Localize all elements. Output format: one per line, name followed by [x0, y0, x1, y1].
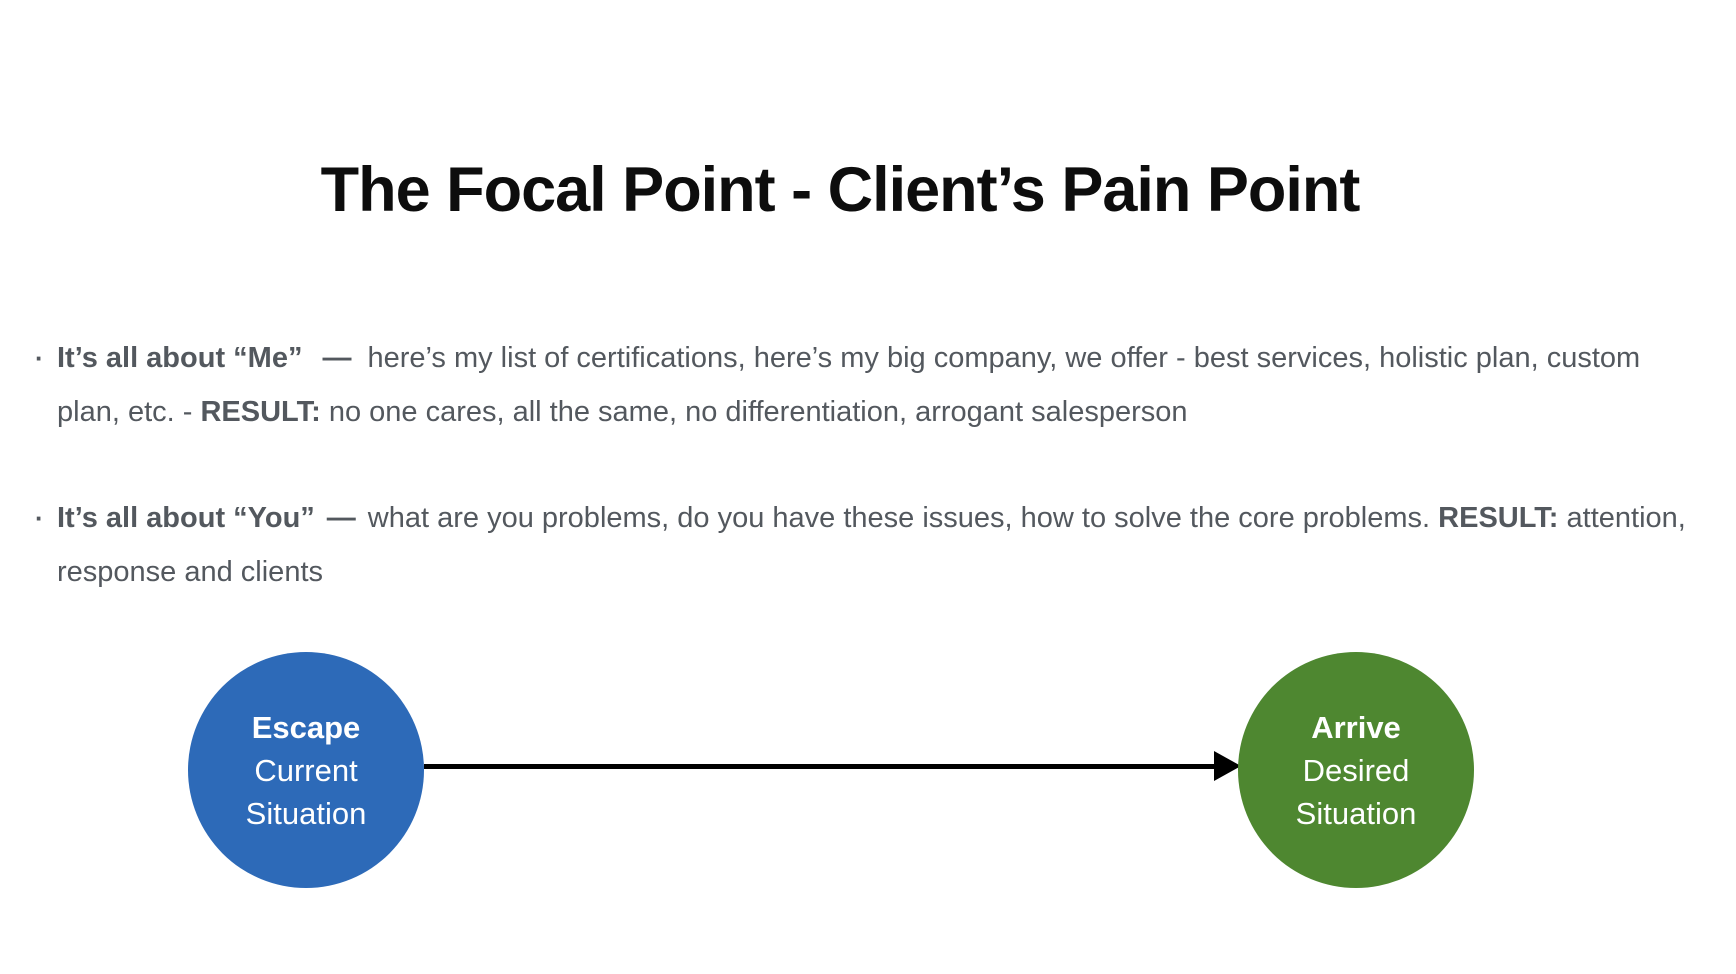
escape-circle-title: Escape	[251, 709, 361, 745]
bullet-body: what are you problems, do you have these…	[367, 502, 1439, 534]
bullet-list: ·It’s all about “Me”—here’s my list of c…	[35, 331, 1695, 599]
escape-circle: Escape Current Situation	[188, 652, 424, 888]
bullet-body: attention, response and clients	[57, 502, 1686, 588]
bullet-body: no one cares, all the same, no different…	[320, 396, 1188, 428]
arrive-circle-title: Arrive	[1311, 709, 1401, 745]
list-item: · It’s all about “You” — what are you probl…	[35, 491, 1695, 599]
result-label: RESULT:	[1438, 502, 1559, 534]
result-label: RESULT:	[200, 396, 321, 428]
escape-circle-subtitle: Current	[254, 752, 358, 788]
arrive-circle: Arrive Desired Situation	[1238, 652, 1474, 888]
bullet-dot-icon: ·	[35, 503, 44, 533]
bullet-dot-icon: ·	[35, 343, 44, 373]
em-dash: —	[326, 502, 356, 534]
arrow-head-icon	[1214, 751, 1241, 781]
bullet-text: It’s all about “You” — what are you proble…	[57, 491, 1695, 599]
em-dash: —	[322, 342, 352, 374]
page-title: The Focal Point - Client’s Pain Point	[320, 155, 1361, 226]
bullet-lead: It’s all about “You”	[57, 502, 315, 534]
arrive-circle-subtitle: Desired	[1302, 752, 1410, 788]
bullet-text: It’s all about “Me” —here’s my list of ce…	[57, 331, 1695, 439]
list-item: · It’s all about “Me” —here’s my list of c…	[35, 331, 1695, 439]
bullet-lead: It’s all about “Me”	[57, 342, 303, 374]
bullet-body: here’s my list of certifications, here’s…	[57, 342, 1641, 428]
arrow-line	[424, 764, 1216, 769]
arrive-circle-subtitle: Situation	[1295, 795, 1417, 831]
escape-circle-subtitle: Situation	[245, 795, 367, 831]
